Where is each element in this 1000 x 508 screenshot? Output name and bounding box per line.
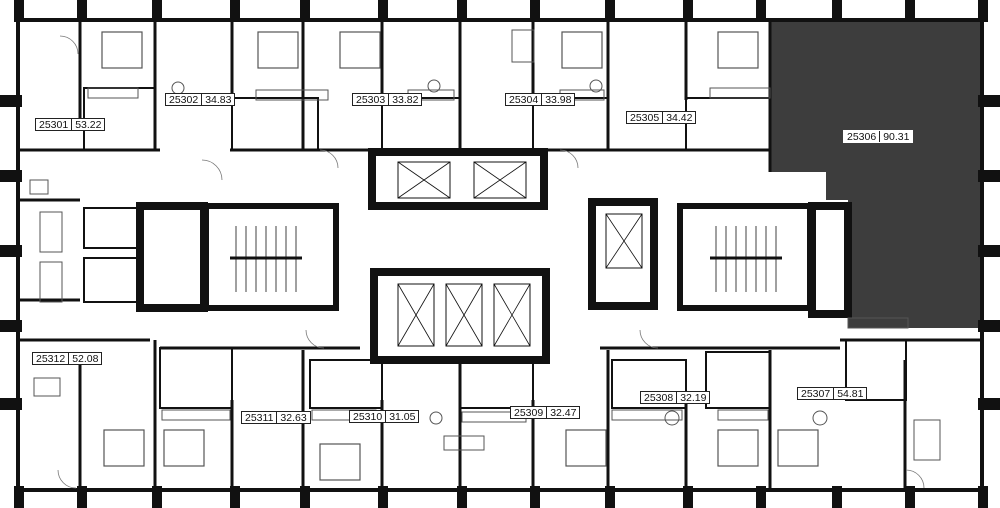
elevator-core [368, 148, 658, 364]
bedroom-beds [101, 31, 819, 481]
unit-number: 25312 [36, 353, 66, 365]
unit-area: 31.05 [385, 411, 418, 423]
unit-area: 32.19 [676, 392, 709, 404]
unit-number: 25311 [245, 412, 274, 424]
unit-label-25306[interactable]: 25306 90.31 [843, 130, 914, 143]
unit-label-25310[interactable]: 25310 31.05 [349, 410, 420, 423]
unit-label-25308[interactable]: 25308 32.19 [640, 391, 711, 404]
unit-number: 25310 [353, 411, 383, 423]
unit-area: 33.98 [541, 94, 574, 106]
unit-number: 25301 [39, 119, 69, 131]
highlighted-unit-25306[interactable] [770, 18, 980, 328]
unit-area: 34.83 [201, 94, 234, 106]
unit-number: 25308 [644, 392, 674, 404]
unit-area: 34.42 [662, 112, 695, 124]
unit-label-25305[interactable]: 25305 34.42 [626, 111, 697, 124]
unit-label-25312[interactable]: 25312 52.08 [32, 352, 103, 365]
unit-area: 33.82 [388, 94, 421, 106]
unit-number: 25303 [356, 94, 386, 106]
unit-number: 25309 [514, 407, 544, 419]
unit-label-25302[interactable]: 25302 34.83 [165, 93, 236, 106]
bathrooms [83, 87, 907, 409]
stairwells [136, 202, 852, 318]
unit-area: 90.31 [879, 131, 912, 143]
unit-area: 32.63 [276, 412, 309, 424]
unit-label-25303[interactable]: 25303 33.82 [352, 93, 423, 106]
unit-label-25304[interactable]: 25304 33.98 [505, 93, 576, 106]
unit-area: 54.81 [833, 388, 866, 400]
unit-number: 25305 [630, 112, 660, 124]
unit-area: 52.08 [68, 353, 101, 365]
unit-number: 25304 [509, 94, 539, 106]
unit-number: 25302 [169, 94, 199, 106]
unit-number: 25306 [847, 131, 877, 143]
unit-label-25301[interactable]: 25301 53.22 [35, 118, 106, 131]
dining-tables [29, 79, 828, 426]
unit-label-25307[interactable]: 25307 54.81 [797, 387, 868, 400]
door-swings [57, 35, 925, 489]
unit-number: 25307 [801, 388, 831, 400]
unit-area: 53.22 [71, 119, 104, 131]
unit-area: 32.47 [546, 407, 579, 419]
unit-label-25309[interactable]: 25309 32.47 [510, 406, 581, 419]
sofas [39, 29, 941, 461]
unit-label-25311[interactable]: 25311 32.63 [241, 411, 311, 424]
